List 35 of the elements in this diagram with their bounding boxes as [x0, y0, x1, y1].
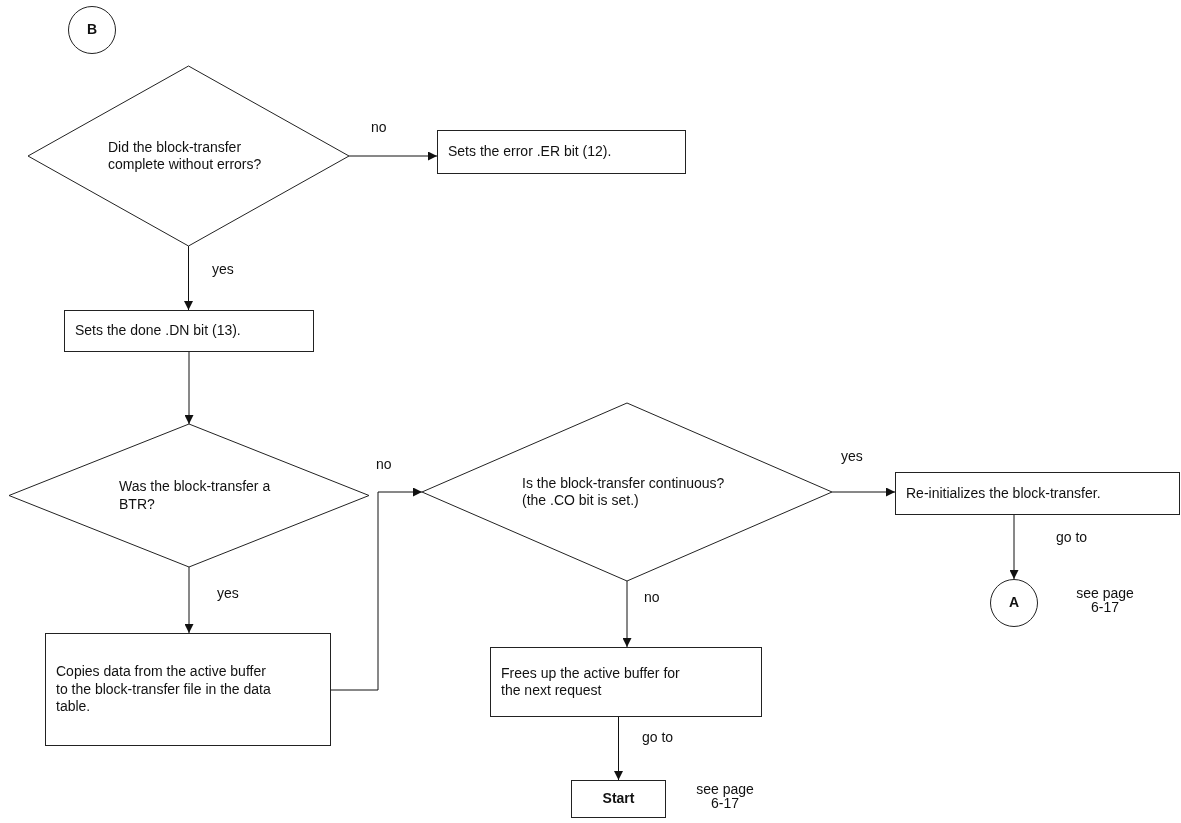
- process-box: [895, 472, 1180, 515]
- node-text: Sets the error .ER bit (12).: [448, 143, 612, 161]
- edge-label: go to: [1054, 530, 1090, 546]
- node-text: Did the block-transfer complete without errors?: [108, 138, 263, 174]
- node-text: Sets the done .DN bit (13).: [75, 322, 241, 340]
- arrow: [184, 245, 193, 311]
- node-text: Start: [602, 790, 635, 808]
- arrow: [184, 566, 194, 634]
- arrow: [1009, 514, 1019, 580]
- node-text: Copies data from the active buffer to the block-transfer file in the data table.: [56, 663, 272, 716]
- process-box: [64, 310, 314, 352]
- arrow: [348, 151, 438, 161]
- decision-diamond: [422, 403, 832, 581]
- arrow: [184, 351, 194, 425]
- decision-diamond: [28, 66, 349, 246]
- decision-diamond: [9, 424, 369, 567]
- node-text: Is the block-transfer continuous? (the .CO bit is set.): [522, 474, 726, 510]
- process-box: [490, 647, 762, 717]
- connector-circle: [68, 6, 116, 54]
- process-box: [437, 130, 686, 174]
- arrow: [330, 487, 423, 691]
- page-reference: see page 6-17: [1075, 586, 1135, 614]
- connector-letter: B: [86, 21, 98, 39]
- node-text: Frees up the active buffer for the next request: [501, 664, 681, 700]
- arrow: [614, 716, 623, 781]
- connector-letter: A: [1008, 594, 1020, 612]
- edge-label: go to: [640, 730, 676, 746]
- node-text: Was the block-transfer a BTR?: [119, 478, 272, 513]
- arrow: [622, 580, 632, 648]
- connector-circle: [990, 579, 1038, 627]
- process-box: [45, 633, 331, 746]
- terminal-box: [571, 780, 666, 818]
- node-text: Re-initializes the block-transfer.: [906, 484, 1101, 503]
- page-reference: see page 6-17: [695, 782, 755, 810]
- arrow: [831, 487, 896, 497]
